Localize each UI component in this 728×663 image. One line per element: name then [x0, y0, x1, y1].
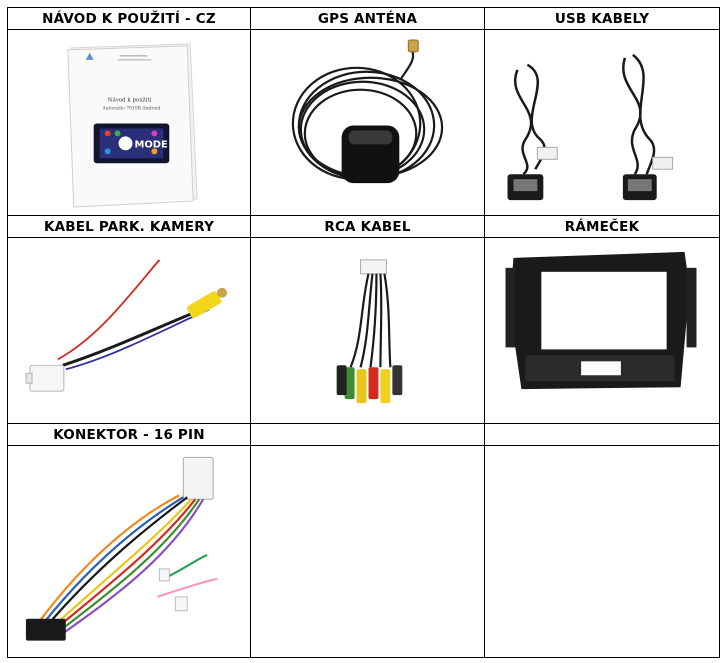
camera-cable-image [25, 259, 227, 392]
mounting-frame-image [505, 251, 697, 390]
header-empty-1 [251, 424, 485, 446]
header-manual: NÁVOD K POUŽITÍ - CZ [8, 8, 251, 30]
manual-title: Návod k použití [108, 97, 152, 104]
header-gps-antenna: GPS ANTÉNA [251, 8, 485, 30]
manual-image-cell: Návod k použití Autorádio 7010B Android … [8, 30, 251, 216]
rca-cable-image [336, 259, 403, 404]
manual-booklet-image: Návod k použití Autorádio 7010B Android … [67, 43, 198, 208]
manual-subtitle: Autorádio 7010B Android [102, 105, 161, 112]
header-connector: KONEKTOR - 16 PIN [8, 424, 251, 446]
header-camera-cable: KABEL PARK. KAMERY [8, 216, 251, 238]
empty-cell-1 [251, 446, 485, 657]
frame-image-cell [485, 238, 719, 424]
header-frame: RÁMEČEK [485, 216, 719, 238]
connector-16-pin-image [25, 456, 218, 641]
camera-cable-image-cell [8, 238, 251, 424]
usb-cables-image [507, 53, 674, 201]
rca-cable-image-cell [251, 238, 485, 424]
gps-antenna-image-cell [251, 30, 485, 216]
header-rca-cable: RCA KABEL [251, 216, 485, 238]
header-empty-2 [485, 424, 719, 446]
manual-logo: MODE [134, 139, 168, 150]
connector-image-cell [8, 446, 251, 657]
usb-cables-image-cell [485, 30, 719, 216]
header-usb-cables: USB KABELY [485, 8, 719, 30]
empty-cell-2 [485, 446, 719, 657]
gps-antenna-image [291, 39, 444, 184]
accessories-table: NÁVOD K POUŽITÍ - CZ GPS ANTÉNA USB KABE… [7, 7, 720, 658]
